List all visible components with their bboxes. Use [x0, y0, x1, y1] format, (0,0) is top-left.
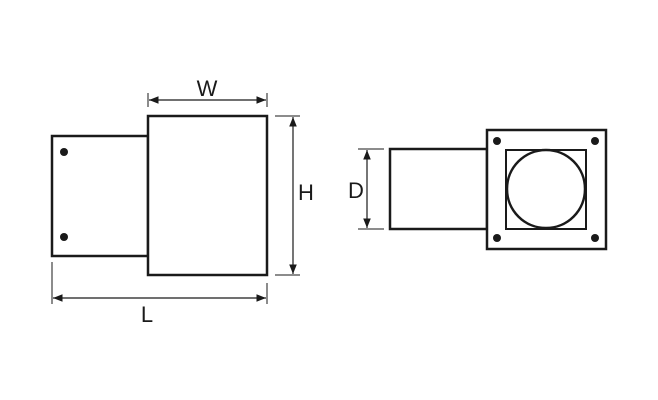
flange-plate [485, 128, 608, 251]
circular-opening [505, 148, 587, 230]
housing-rectangle [146, 114, 269, 277]
bolt-hole-top [60, 148, 68, 156]
side-view [50, 93, 300, 304]
bolt-hole [591, 137, 599, 145]
bolt-hole [493, 137, 501, 145]
bolt-hole [591, 234, 599, 242]
label-l: L [141, 302, 153, 327]
bolt-hole-bottom [60, 233, 68, 241]
label-w: W [197, 76, 218, 101]
duct-rectangle [388, 147, 489, 231]
bolt-hole [493, 234, 501, 242]
label-d: D [348, 178, 364, 203]
front-view [358, 128, 608, 251]
label-h: H [298, 180, 314, 205]
